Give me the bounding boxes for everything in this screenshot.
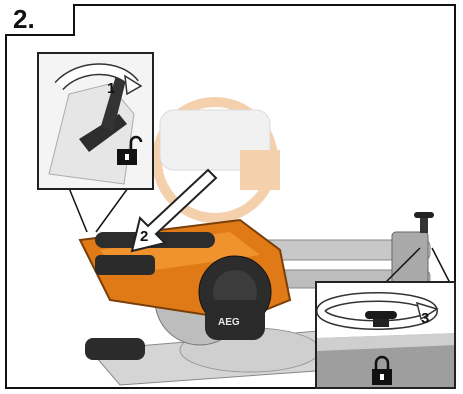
callout-2: 2	[140, 228, 148, 245]
brand-logo: AEG	[218, 317, 240, 328]
knob-illustration	[317, 283, 456, 389]
lever-illustration	[39, 54, 154, 190]
callout-3: 3	[421, 310, 429, 327]
inset-lock-knob	[315, 281, 456, 389]
callout-1: 1	[107, 80, 115, 97]
inset-unlock-lever	[37, 52, 154, 190]
step-number: 2.	[5, 4, 75, 36]
